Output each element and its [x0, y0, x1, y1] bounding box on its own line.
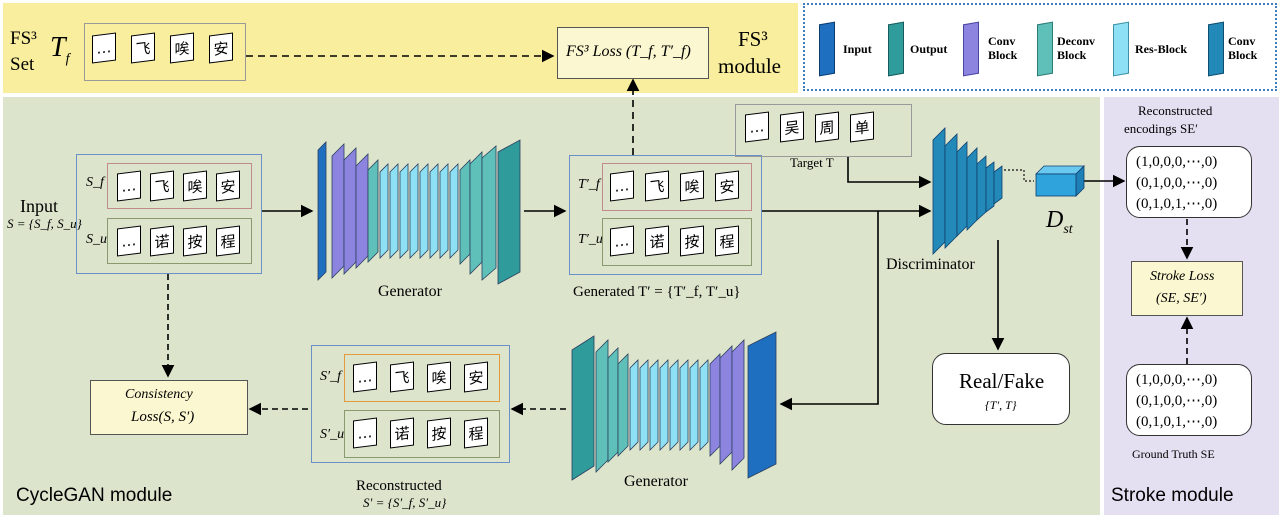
recon-encoding-row: (1,0,0,0,⋯,0)	[1136, 154, 1218, 170]
reconstructed-set-label: S′ = {S′_f, S′_u}	[363, 495, 447, 510]
fs3-loss-label: FS³ Loss (T_f, T′_f)	[566, 43, 691, 60]
input-label: Input	[20, 196, 58, 216]
input-set-label: S = {S_f, S_u}	[7, 216, 82, 231]
reconstructed-su-row	[344, 410, 500, 458]
realfake-box: Real/Fake {T′, T}	[932, 353, 1070, 425]
generated-tu-row	[602, 218, 752, 266]
tu-prime-label: T′_u	[578, 232, 603, 247]
target-label: Target T	[790, 155, 834, 170]
consistency-loss-label: Loss(S, S′)	[131, 409, 195, 425]
set-word-label: Set	[10, 54, 35, 75]
generated-label: Generated T′ = {T′_f, T′_u}	[573, 284, 741, 300]
discriminator-label: Discriminator	[886, 256, 975, 273]
recon-encodings-box: (1,0,0,0,⋯,0) (0,1,0,0,⋯,0) (0,1,0,1,⋯,0…	[1126, 146, 1252, 218]
recon-encoding-row: (0,1,0,1,⋯,0)	[1136, 196, 1218, 212]
target-group	[735, 104, 912, 157]
reconstructed-su-card: 诺	[390, 417, 414, 449]
gt-encodings-box: (1,0,0,0,⋯,0) (0,1,0,0,⋯,0) (0,1,0,1,⋯,0…	[1126, 364, 1252, 436]
stroke-loss-args: (SE, SE′)	[1156, 291, 1207, 306]
gt-encoding-row: (0,1,0,1,⋯,0)	[1136, 414, 1218, 430]
legend-input-label: Input	[843, 42, 872, 56]
reconstructed-sf-card: 唉	[427, 361, 451, 393]
generator2-label: Generator	[624, 473, 688, 490]
gt-encoding-row: (1,0,0,0,⋯,0)	[1136, 372, 1218, 388]
reconstructed-label: Reconstructed	[356, 478, 442, 494]
tf-label: Tf	[50, 32, 70, 67]
input-sf-row	[107, 163, 252, 209]
recon-enc-subtitle: encodings SE′	[1124, 121, 1198, 136]
reconstructed-sf-card: 安	[464, 361, 488, 393]
fs3-set-label: FS³	[10, 28, 37, 49]
su-label: S_u	[86, 232, 107, 247]
realfake-label: Real/Fake	[959, 369, 1045, 393]
generated-tf-row	[602, 163, 752, 211]
stroke-loss-box: Stroke Loss (SE, SE′)	[1131, 261, 1243, 316]
legend-deconv-label: Deconv Block	[1057, 34, 1095, 62]
su-prime-label: S′_u	[320, 427, 345, 442]
reconstructed-su-card: 按	[427, 417, 451, 449]
realfake-sub-label: {T′, T}	[985, 398, 1017, 412]
dst-label: Dst	[1046, 207, 1073, 237]
fs3-set-group	[84, 23, 246, 81]
recon-enc-title: Reconstructed	[1138, 103, 1213, 118]
input-su-row	[107, 218, 252, 264]
consistency-label: Consistency	[125, 387, 193, 402]
reconstructed-sf-card: 飞	[390, 361, 414, 393]
fs3-module-subtitle: module	[718, 54, 781, 78]
gt-encoding-row: (0,1,0,0,⋯,0)	[1136, 393, 1218, 409]
stroke-module-title: Stroke module	[1111, 485, 1234, 506]
reconstructed-su-card: 程	[464, 417, 488, 449]
input-group	[76, 154, 262, 274]
legend-resblock-label: Res-Block	[1135, 42, 1187, 56]
reconstructed-sf-row	[344, 354, 500, 402]
legend-conv2-label: Conv Block	[1228, 34, 1258, 62]
reconstructed-sf-card: …	[353, 361, 377, 393]
generator1-label: Generator	[378, 283, 442, 300]
fs3-loss-box: FS³ Loss (T_f, T′_f)	[557, 27, 709, 79]
reconstructed-su-card: …	[353, 417, 377, 449]
legend-conv-label: Conv Block	[988, 34, 1018, 62]
gt-label: Ground Truth SE	[1132, 447, 1215, 461]
recon-encoding-row: (0,1,0,0,⋯,0)	[1136, 175, 1218, 191]
legend: Input Output Conv Block Deconv Block Res…	[803, 3, 1277, 91]
cyclegan-module-title: CycleGAN module	[16, 485, 173, 506]
sf-prime-label: S′_f	[320, 369, 341, 384]
fs3-module-title: FS³	[738, 27, 768, 51]
cyclegan-module-region	[3, 97, 1100, 515]
legend-output-label: Output	[910, 42, 948, 56]
tf-prime-label: T′_f	[578, 177, 600, 192]
stroke-loss-label: Stroke Loss	[1150, 269, 1215, 284]
consistency-loss-box: Consistency Loss(S, S′)	[90, 380, 248, 435]
reconstructed-group	[311, 345, 510, 463]
sf-label: S_f	[86, 175, 104, 190]
generated-group	[569, 155, 762, 275]
